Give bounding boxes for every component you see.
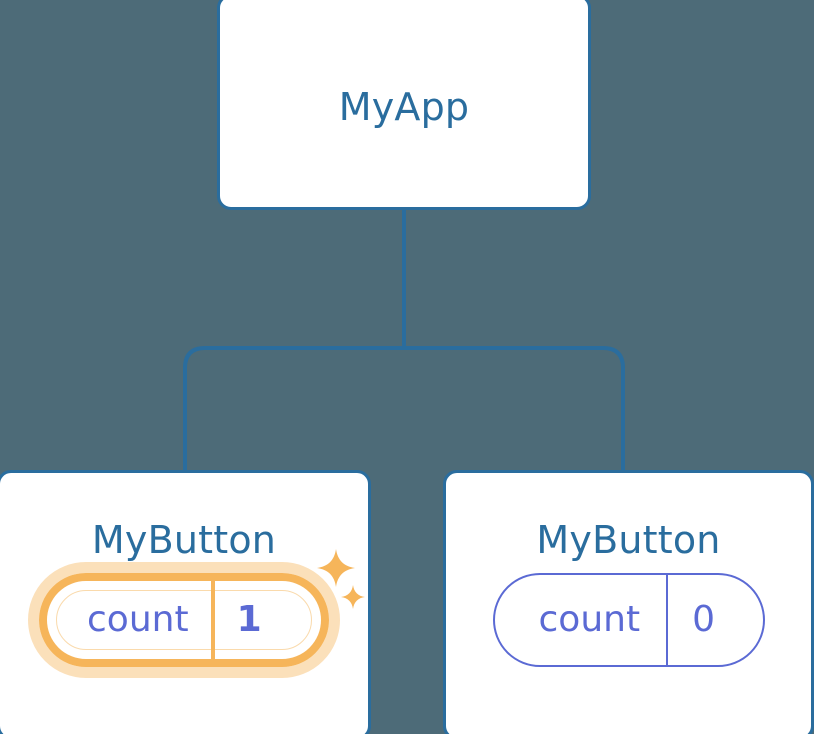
state-pill-right[interactable]: count 0 [492, 573, 765, 667]
state-pill-left-wrap: count 1 [0, 549, 368, 678]
node-mybutton-left-title: MyButton [91, 518, 277, 562]
state-pill-left[interactable]: count 1 [39, 573, 329, 667]
node-myapp[interactable]: MyApp [217, 0, 591, 210]
sparkle-icon [317, 549, 355, 587]
node-mybutton-right[interactable]: MyButton count 0 [443, 470, 814, 734]
state-pill-left-label: count [87, 599, 189, 640]
state-pill-right-wrap: count 0 [446, 573, 811, 667]
state-pill-left-holder: count 1 [28, 549, 365, 678]
state-pill-right-value: 0 [666, 575, 755, 665]
edge-to-child-right [404, 346, 625, 472]
edge-to-child-left [183, 346, 404, 472]
sparkle-icon [341, 585, 365, 609]
state-pill-left-value: 1 [210, 581, 300, 659]
state-pill-left-glow [28, 562, 340, 678]
node-mybutton-right-title: MyButton [536, 518, 721, 562]
state-pill-right-label: count [538, 599, 641, 640]
node-myapp-title: MyApp [338, 85, 470, 129]
state-pill-right-holder: count 0 [492, 573, 765, 667]
state-change-sparkles [315, 549, 375, 629]
node-mybutton-left[interactable]: MyButton count 1 [0, 470, 371, 734]
